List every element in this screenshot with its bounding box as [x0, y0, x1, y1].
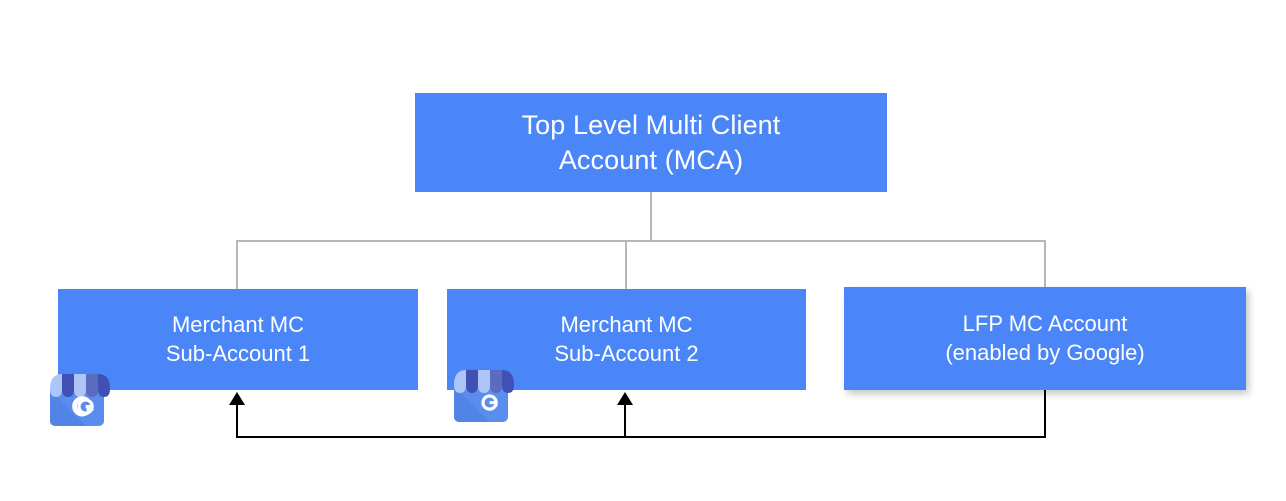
tree-connector-drop-lfp — [1044, 240, 1046, 288]
node-merchant-sub-account-1-line2: Sub-Account 1 — [165, 340, 311, 366]
tree-connector-stem — [650, 192, 652, 242]
google-my-business-storefront-icon — [44, 367, 110, 433]
feedback-bus — [236, 436, 1046, 438]
node-top-level-mca-line2: Account (MCA) — [558, 144, 744, 175]
feedback-riser-sub1 — [236, 400, 238, 437]
node-merchant-sub-account-1[interactable]: Merchant MC Sub-Account 1 — [58, 289, 418, 390]
tree-connector-drop-sub2 — [625, 240, 627, 290]
google-my-business-storefront-icon — [448, 363, 514, 429]
feedback-arrowhead-sub1 — [229, 392, 245, 405]
feedback-riser-lfp — [1044, 390, 1046, 437]
node-merchant-sub-account-2-line1: Merchant MC — [560, 312, 693, 338]
tree-connector-bus — [236, 240, 1046, 242]
node-lfp-mc-account-line2: (enabled by Google) — [945, 339, 1145, 365]
node-lfp-mc-account-line1: LFP MC Account — [962, 311, 1128, 337]
node-top-level-mca-line1: Top Level Multi Client — [521, 109, 781, 140]
node-merchant-sub-account-1-line1: Merchant MC — [171, 312, 305, 338]
tree-connector-drop-sub1 — [236, 240, 238, 290]
node-lfp-mc-account[interactable]: LFP MC Account (enabled by Google) — [844, 287, 1246, 390]
feedback-riser-sub2 — [624, 400, 626, 437]
node-top-level-mca[interactable]: Top Level Multi Client Account (MCA) — [415, 93, 887, 192]
node-merchant-sub-account-2-line2: Sub-Account 2 — [554, 340, 699, 366]
feedback-arrowhead-sub2 — [617, 392, 633, 405]
